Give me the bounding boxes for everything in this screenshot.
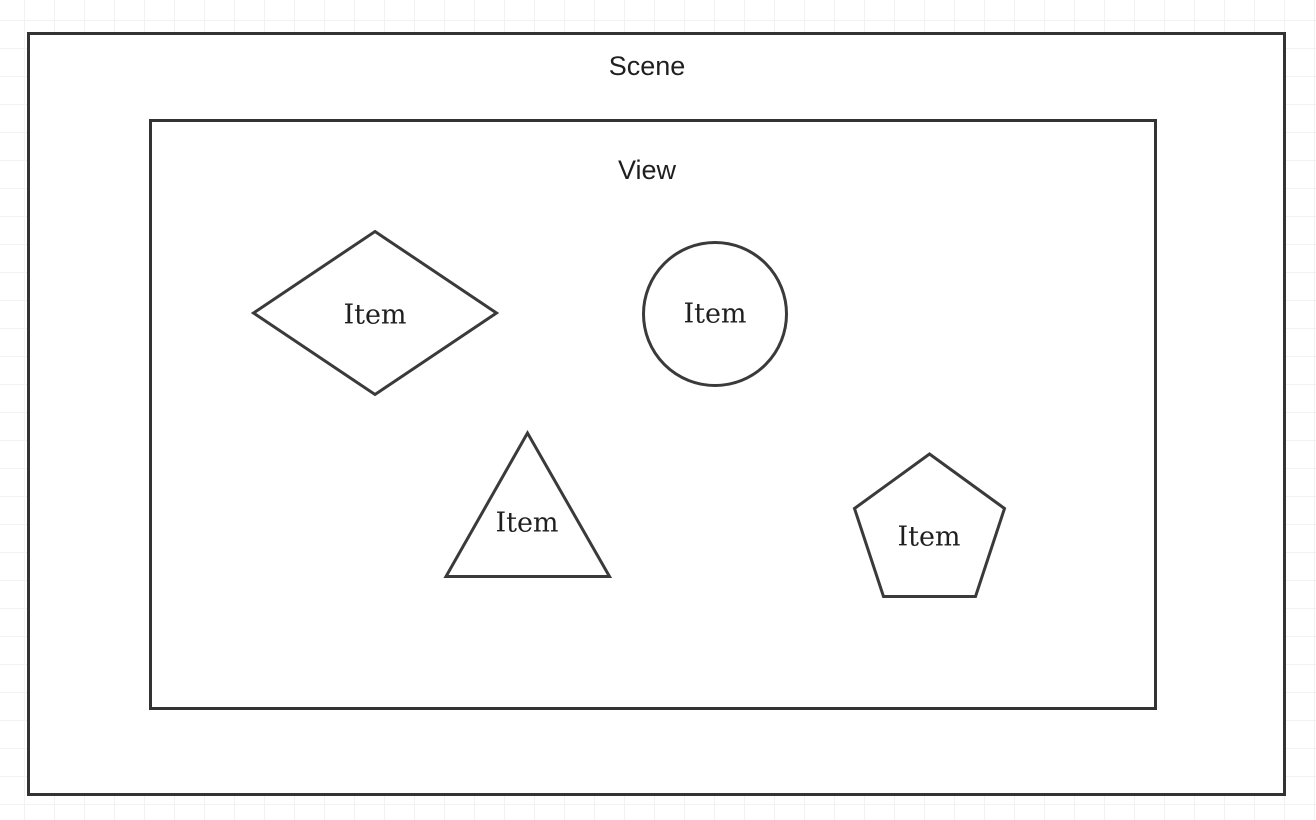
shape-pentagon[interactable]: Item (852, 452, 1007, 598)
shape-diamond[interactable]: Item (250, 229, 500, 397)
shape-circle[interactable]: Item (642, 241, 788, 387)
view-title: View (618, 155, 677, 185)
triangle-label: Item (495, 508, 558, 539)
scene-title: Scene (609, 51, 686, 81)
shape-triangle[interactable]: Item (443, 429, 613, 578)
circle-outline (642, 241, 788, 387)
pentagon-outline (852, 452, 1007, 598)
diamond-outline (250, 229, 500, 397)
triangle-outline (443, 429, 613, 578)
diamond-label: Item (343, 300, 406, 331)
circle-label: Item (683, 299, 746, 330)
view-container[interactable] (149, 119, 1157, 710)
pentagon-label: Item (897, 522, 960, 553)
